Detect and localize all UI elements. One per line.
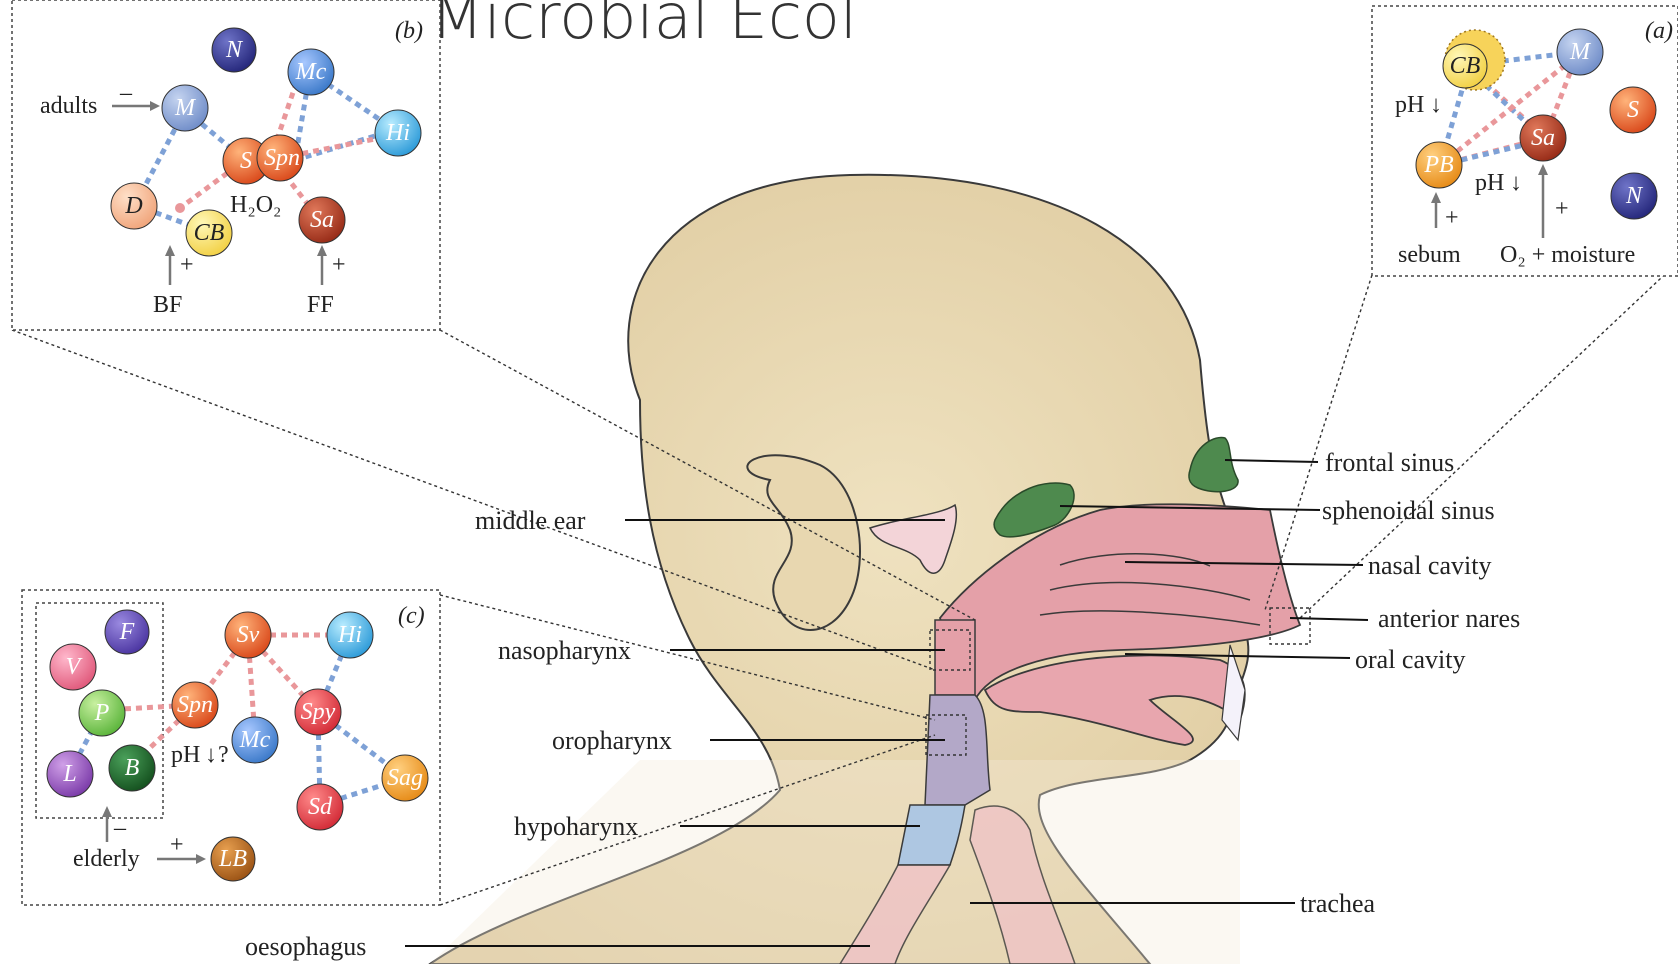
node-b-Mc-label: Mc — [295, 59, 327, 85]
panel-c-elderly: elderly — [73, 846, 140, 872]
node-c-Sv-label: Sv — [237, 622, 260, 648]
panel-a-plus2: + — [1555, 196, 1569, 222]
panel-a-letter: (a) — [1645, 18, 1673, 44]
panel-a-sebum: sebum — [1398, 242, 1461, 268]
node-c-Hi-label: Hi — [337, 622, 362, 648]
label-middle-ear: middle ear — [475, 506, 586, 535]
node-c-B-label: B — [125, 755, 140, 781]
panel-b-minus: – — [119, 80, 133, 106]
node-b-Spn-label: Spn — [264, 145, 300, 171]
panel-a-ph1: pH — [1395, 92, 1424, 118]
node-a-CB-label: CB — [1450, 53, 1481, 79]
label-nasal-cavity: nasal cavity — [1368, 551, 1491, 580]
node-a-Sa-label: Sa — [1531, 125, 1555, 151]
node-b-Hi-label: Hi — [385, 120, 410, 146]
panel-b: (b) N Mc M Hi S Spn D CB Sa adults — [12, 0, 440, 330]
node-b-M-label: M — [174, 95, 197, 121]
node-b-Sa-label: Sa — [310, 207, 334, 233]
panel-c-ph: pH — [171, 742, 200, 768]
node-b-D-label: D — [124, 193, 142, 219]
panel-a-ph1-arrow: ↓ — [1430, 92, 1442, 118]
node-a-PB-label: PB — [1423, 152, 1454, 178]
nasopharynx-region — [935, 620, 975, 695]
label-anterior-nares: anterior nares — [1378, 604, 1520, 633]
node-b-N-label: N — [225, 37, 244, 63]
node-c-Spn-label: Spn — [177, 692, 213, 718]
label-oral-cavity: oral cavity — [1355, 645, 1465, 674]
panel-b-plus2: + — [332, 252, 346, 278]
panel-c-plus: + — [170, 832, 184, 858]
neck-fade — [430, 760, 1240, 964]
panel-c-ph-arrow: ↓ — [205, 742, 217, 768]
node-b-CB-label: CB — [194, 220, 225, 246]
node-c-V-label: V — [66, 654, 83, 680]
inhibit-dot — [175, 203, 185, 213]
label-oropharynx: oropharynx — [552, 726, 672, 755]
panel-b-adults: adults — [40, 93, 97, 119]
label-nasopharynx: nasopharynx — [498, 636, 631, 665]
label-hypopharynx: hypoharynx — [514, 812, 638, 841]
panel-c: (c) F V P L B Sv Hi Spn Mc Spy Sag — [22, 590, 440, 905]
head-illustration — [430, 175, 1300, 964]
panel-b-h2o2: H₂O₂ — [230, 192, 281, 218]
label-sphenoidal-sinus: sphenoidal sinus — [1322, 496, 1495, 525]
label-trachea: trachea — [1300, 889, 1376, 918]
panel-b-letter: (b) — [395, 18, 423, 44]
panel-a-o2: O₂ + moisture — [1500, 242, 1635, 268]
panel-a-ph2-arrow: ↓ — [1510, 170, 1522, 196]
panel-a: (a) CB M S Sa PB N pH ↓ pH ↓ + sebum + — [1372, 6, 1678, 276]
label-oesophagus: oesophagus — [245, 932, 366, 961]
node-b-S-label: S — [240, 148, 252, 174]
node-c-LB-label: LB — [218, 846, 247, 872]
panel-c-ph-q: ? — [218, 742, 229, 768]
node-a-M-label: M — [1569, 39, 1592, 65]
node-c-L-label: L — [62, 761, 76, 787]
panel-b-plus1: + — [180, 252, 194, 278]
panel-a-ph2: pH — [1475, 170, 1504, 196]
panel-c-letter: (c) — [398, 603, 425, 629]
panel-b-ff: FF — [307, 292, 334, 318]
panel-a-plus1: + — [1445, 205, 1459, 231]
label-frontal-sinus: frontal sinus — [1325, 448, 1454, 477]
node-c-F-label: F — [119, 619, 135, 645]
node-a-S-label: S — [1627, 97, 1639, 123]
node-c-Sd-label: Sd — [308, 794, 333, 820]
node-c-P-label: P — [94, 700, 110, 726]
node-c-Mc-label: Mc — [239, 727, 271, 753]
node-a-N-label: N — [1625, 183, 1644, 209]
node-c-Sag-label: Sag — [387, 765, 423, 791]
panel-c-minus: – — [113, 815, 127, 841]
panel-b-bf: BF — [153, 292, 182, 318]
node-c-Spy-label: Spy — [301, 699, 336, 725]
oropharynx-region — [925, 695, 990, 805]
